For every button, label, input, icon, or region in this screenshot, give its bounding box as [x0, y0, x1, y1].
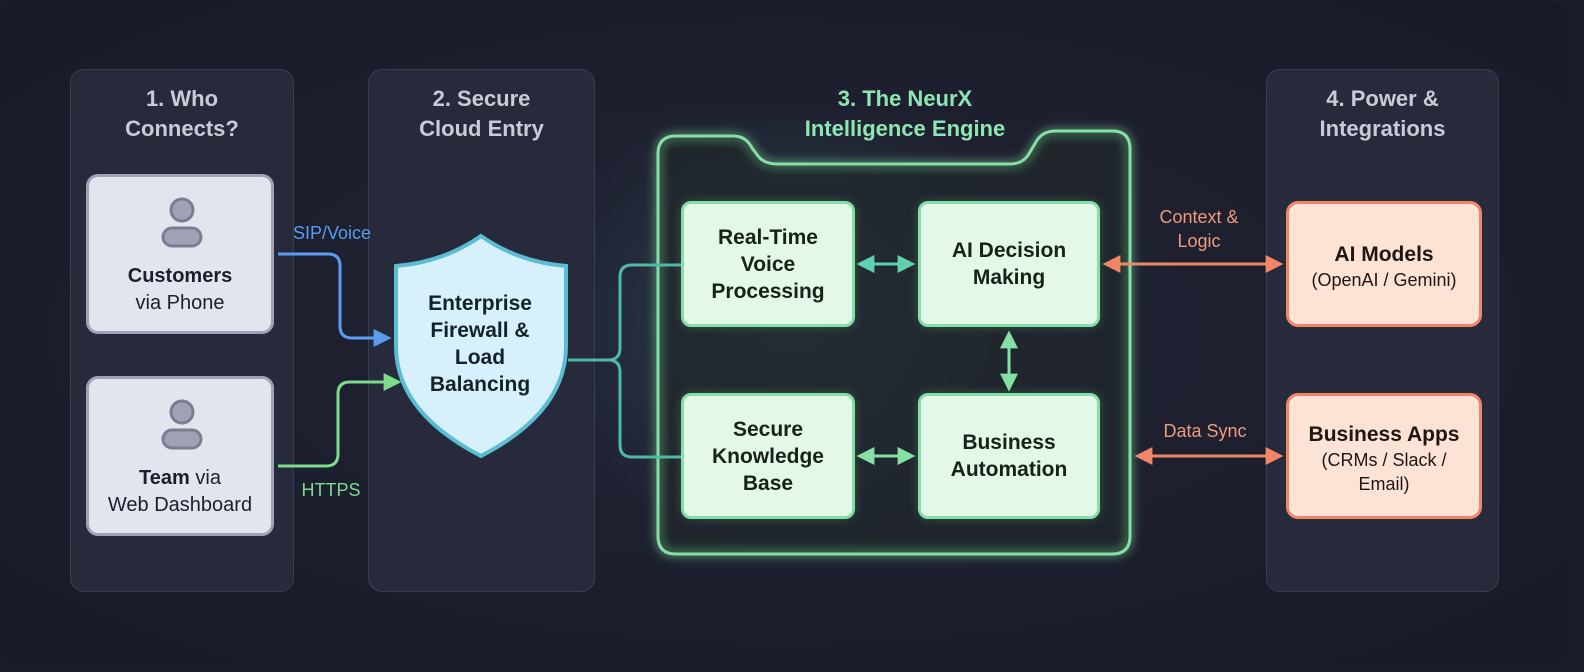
voice-processing-node: Real-Time Voice Processing	[681, 201, 855, 327]
firewall-to-knowledge-connector	[568, 358, 682, 459]
sip-voice-label: SIP/Voice	[292, 223, 372, 243]
team-card: Team via Web Dashboard	[86, 376, 274, 536]
person-icon	[161, 399, 203, 450]
team-subtitle: Web Dashboard	[107, 494, 253, 516]
ai-decision-node: AI Decision Making	[918, 201, 1100, 327]
knowledge-base-node: Secure Knowledge Base	[681, 393, 855, 519]
firewall-shield	[394, 233, 568, 459]
business-apps-subtitle: (CRMs / Slack / Email)	[1321, 450, 1447, 494]
customers-subtitle: via Phone	[135, 292, 225, 314]
team-label: Team via Web Dashboard	[107, 467, 253, 516]
context-logic-label: Context & Logic	[1159, 207, 1239, 251]
https-connector	[278, 373, 402, 468]
ai-models-card: AI Models (OpenAI / Gemini)	[1286, 201, 1482, 327]
column-title-who-connects: 1. Who Connects?	[125, 86, 239, 141]
column-title-secure-cloud-entry: 2. Secure Cloud Entry	[419, 86, 544, 141]
business-automation-node: Business Automation	[918, 393, 1100, 519]
column-title-intelligence-engine: 3. The NeurX Intelligence Engine	[804, 86, 1006, 141]
ai-models-title: AI Models	[1334, 243, 1434, 266]
customers-title: Customers	[127, 265, 233, 287]
business-apps-card: Business Apps (CRMs / Slack / Email)	[1286, 393, 1482, 519]
data-sync-label: Data Sync	[1163, 421, 1247, 441]
ai-models-subtitle: (OpenAI / Gemini)	[1311, 270, 1457, 290]
person-icon	[161, 197, 203, 248]
diagram-canvas: 1. Who Connects? 2. Secure Cloud Entry 4…	[0, 0, 1568, 665]
sip-voice-connector	[278, 252, 392, 347]
customers-card: Customers via Phone	[86, 174, 274, 334]
firewall-label: Enterprise Firewall & Load Balancing	[428, 292, 532, 396]
business-apps-title: Business Apps	[1308, 423, 1460, 446]
column-title-power-integrations: 4. Power & Integrations	[1319, 86, 1446, 141]
https-label: HTTPS	[301, 480, 361, 500]
team-title: Team	[139, 467, 190, 489]
customers-label: Customers via Phone	[89, 263, 271, 317]
